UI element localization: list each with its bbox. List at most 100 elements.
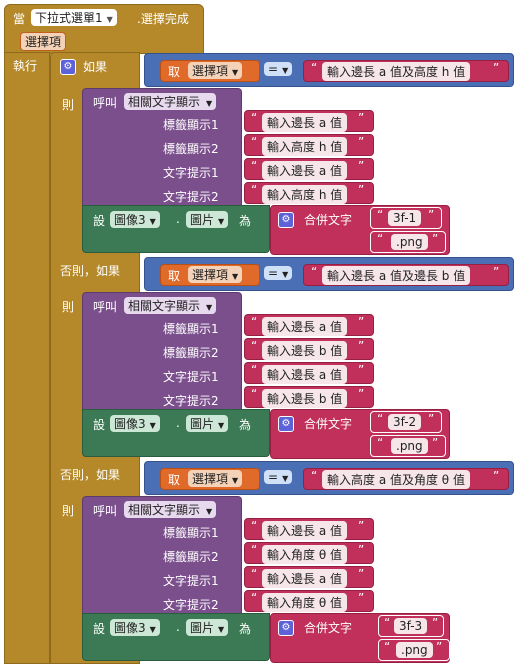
- set-property-dropdown-2[interactable]: 圖片▼: [186, 415, 229, 432]
- join-gear-icon[interactable]: ⚙: [278, 211, 294, 228]
- condition-text-2[interactable]: 輸入邊長 a 值及邊長 b 值: [322, 266, 471, 285]
- arg-text-3-3[interactable]: 輸入角度 θ 值: [262, 593, 347, 612]
- chevron-down-icon: ▼: [149, 217, 156, 226]
- open-quote-icon: “: [251, 159, 258, 173]
- close-quote-icon: ”: [358, 591, 365, 605]
- arg-text-2-0[interactable]: 輸入邊長 a 值: [262, 317, 347, 336]
- set-component-dropdown-2[interactable]: 圖像3▼: [110, 415, 160, 432]
- arg-text-2-2[interactable]: 輸入邊長 a 值: [262, 365, 347, 384]
- procedure-dropdown-2[interactable]: 相關文字顯示▼: [124, 297, 217, 314]
- join-text-3-1[interactable]: .png: [396, 642, 433, 658]
- open-quote-icon: “: [251, 567, 258, 581]
- close-quote-icon: ”: [432, 436, 439, 450]
- arg-text-1-1[interactable]: 輸入高度 h 值: [262, 137, 348, 156]
- chevron-down-icon: ▼: [232, 476, 239, 485]
- open-quote-icon: “: [251, 543, 258, 557]
- get-label-3: 取: [168, 473, 181, 487]
- open-quote-icon: “: [384, 640, 391, 654]
- join-text-1-0[interactable]: 3f-1: [388, 210, 422, 226]
- join-gear-icon[interactable]: ⚙: [278, 415, 294, 432]
- arg-text-3-1[interactable]: 輸入角度 θ 值: [262, 545, 347, 564]
- to-label-2: 為: [239, 418, 252, 432]
- close-quote-icon: ”: [428, 208, 435, 222]
- join-label-3: 合併文字: [304, 621, 353, 635]
- open-quote-icon: “: [251, 519, 258, 533]
- close-quote-icon: ”: [428, 412, 435, 426]
- arg-text-3-2[interactable]: 輸入邊長 a 值: [262, 569, 347, 588]
- arg-text-1-2[interactable]: 輸入邊長 a 值: [262, 161, 347, 180]
- close-quote-icon: ”: [358, 519, 365, 533]
- open-quote-icon: “: [251, 315, 258, 329]
- eq-op-2: =: [268, 266, 279, 280]
- arg-text-1-3[interactable]: 輸入高度 h 值: [262, 185, 348, 204]
- arg-text-3-0[interactable]: 輸入邊長 a 值: [262, 521, 347, 540]
- var-name-2: 選擇項: [192, 268, 229, 282]
- chevron-down-icon: ▼: [206, 507, 213, 516]
- close-quote-icon: ”: [432, 616, 439, 630]
- if-gear-icon[interactable]: ⚙: [60, 58, 76, 75]
- param-label1-2: 標籤顯示1: [163, 322, 219, 336]
- set-label-2: 設: [93, 418, 106, 432]
- chevron-down-icon: ▼: [282, 474, 289, 483]
- open-quote-icon: “: [311, 61, 318, 75]
- event-component-dropdown[interactable]: 下拉式選單1▼: [31, 9, 117, 26]
- param-hint2-3: 文字提示2: [163, 598, 219, 612]
- close-quote-icon: ”: [436, 640, 443, 654]
- set-component-name-3: 圖像3: [114, 621, 146, 635]
- chevron-down-icon: ▼: [149, 421, 156, 430]
- chevron-down-icon: ▼: [232, 68, 239, 77]
- chevron-down-icon: ▼: [106, 15, 113, 24]
- join-gear-icon[interactable]: ⚙: [278, 619, 294, 636]
- get-label-1: 取: [168, 65, 181, 79]
- param-label2-2: 標籤顯示2: [163, 346, 219, 360]
- set-component-dropdown-3[interactable]: 圖像3▼: [110, 619, 160, 636]
- set-property-dropdown-1[interactable]: 圖片▼: [186, 211, 229, 228]
- close-quote-icon: ”: [358, 339, 365, 353]
- join-text-2-1[interactable]: .png: [391, 438, 428, 454]
- close-quote-icon: ”: [358, 363, 365, 377]
- condition-text-3[interactable]: 輸入高度 a 值及角度 θ 值: [322, 470, 470, 489]
- set-property-dropdown-3[interactable]: 圖片▼: [186, 619, 229, 636]
- get-var-dropdown-1[interactable]: 選擇項▼: [188, 62, 243, 79]
- param-label1-3: 標籤顯示1: [163, 526, 219, 540]
- get-label-2: 取: [168, 269, 181, 283]
- event-block-spine: [4, 52, 50, 664]
- event-component-name: 下拉式選單1: [35, 11, 103, 25]
- get-var-dropdown-3[interactable]: 選擇項▼: [188, 470, 243, 487]
- param-hint1-1: 文字提示1: [163, 166, 219, 180]
- close-quote-icon: ”: [358, 567, 365, 581]
- open-quote-icon: “: [377, 208, 384, 222]
- call-label-1: 呼叫: [93, 96, 118, 110]
- arg-text-2-1[interactable]: 輸入邊長 b 值: [262, 341, 348, 360]
- close-quote-icon: ”: [493, 469, 500, 483]
- procedure-name-3: 相關文字顯示: [128, 503, 201, 517]
- join-text-2-0[interactable]: 3f-2: [388, 414, 422, 430]
- arg-text-2-3[interactable]: 輸入邊長 b 值: [262, 389, 348, 408]
- close-quote-icon: ”: [358, 111, 365, 125]
- dot-label-2: .: [176, 416, 180, 430]
- open-quote-icon: “: [251, 387, 258, 401]
- close-quote-icon: ”: [432, 232, 439, 246]
- eq-dropdown-2[interactable]: =▼: [264, 266, 293, 280]
- chevron-down-icon: ▼: [232, 272, 239, 281]
- procedure-name-2: 相關文字顯示: [128, 299, 201, 313]
- eq-dropdown-1[interactable]: =▼: [264, 62, 293, 76]
- join-text-3-0[interactable]: 3f-3: [394, 618, 428, 634]
- event-param-chip[interactable]: 選擇項: [20, 32, 67, 51]
- get-var-dropdown-2[interactable]: 選擇項▼: [188, 266, 243, 283]
- condition-text-1[interactable]: 輸入邊長 a 值及高度 h 值: [322, 62, 471, 81]
- event-name-label: .選擇完成: [137, 12, 189, 26]
- arg-text-1-0[interactable]: 輸入邊長 a 值: [262, 113, 347, 132]
- call-label-2: 呼叫: [93, 300, 118, 314]
- open-quote-icon: “: [311, 265, 318, 279]
- eq-dropdown-3[interactable]: =▼: [264, 470, 293, 484]
- procedure-dropdown-1[interactable]: 相關文字顯示▼: [124, 93, 217, 110]
- call-label-3: 呼叫: [93, 504, 118, 518]
- set-label-1: 設: [93, 214, 106, 228]
- procedure-dropdown-3[interactable]: 相關文字顯示 ▼: [124, 501, 217, 518]
- set-component-dropdown-1[interactable]: 圖像3▼: [110, 211, 160, 228]
- open-quote-icon: “: [377, 436, 384, 450]
- open-quote-icon: “: [251, 111, 258, 125]
- close-quote-icon: ”: [358, 159, 365, 173]
- join-text-1-1[interactable]: .png: [391, 234, 428, 250]
